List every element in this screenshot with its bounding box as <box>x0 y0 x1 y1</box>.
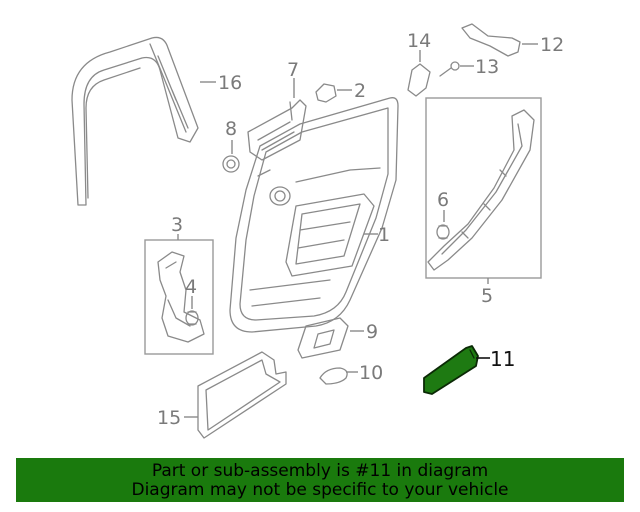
banner-line-1: Part or sub-assembly is #11 in diagram <box>151 461 489 481</box>
callout-3[interactable]: 3 <box>171 214 183 236</box>
part-3-bezel <box>157 251 205 343</box>
callout-6[interactable]: 6 <box>437 189 449 211</box>
part-6-clip <box>436 224 450 240</box>
callout-16[interactable]: 16 <box>218 72 242 94</box>
callout-1[interactable]: 1 <box>378 224 390 246</box>
callout-7[interactable]: 7 <box>287 59 299 81</box>
part-1-door-trim-panel <box>229 97 399 333</box>
part-11-highlighted-trim[interactable] <box>423 345 479 395</box>
callout-14[interactable]: 14 <box>407 30 431 52</box>
callout-13[interactable]: 13 <box>475 56 499 78</box>
callout-2[interactable]: 2 <box>354 80 366 102</box>
callout-9[interactable]: 9 <box>366 321 378 343</box>
callout-4[interactable]: 4 <box>185 276 197 298</box>
callout-5[interactable]: 5 <box>481 285 493 307</box>
part-7-handle-bracket <box>247 99 307 161</box>
part-9-switch-bezel <box>297 317 349 359</box>
part-4-clip <box>185 310 199 326</box>
part-10-clip <box>319 367 348 385</box>
info-banner: Part or sub-assembly is #11 in diagram D… <box>16 458 624 502</box>
part-16-window-channel <box>71 36 199 206</box>
part-14-bracket <box>407 63 431 97</box>
part-2-clip <box>315 83 337 103</box>
callout-8[interactable]: 8 <box>225 118 237 140</box>
parts-diagram: 16 7 2 8 1 3 4 <box>71 23 564 439</box>
part-3-box <box>144 239 214 355</box>
callout-12[interactable]: 12 <box>540 34 564 56</box>
callout-10[interactable]: 10 <box>359 362 383 384</box>
banner-line-2: Diagram may not be specific to your vehi… <box>131 480 509 500</box>
part-12-pull-handle <box>461 23 521 57</box>
part-8-grommet <box>222 155 240 173</box>
part-15-lower-panel <box>197 351 287 439</box>
callout-15[interactable]: 15 <box>157 407 181 429</box>
part-11-edge <box>469 349 475 359</box>
callout-11[interactable]: 11 <box>490 347 515 371</box>
part-5-box <box>425 97 542 279</box>
part-13-screw <box>439 61 460 77</box>
part-5-trim-strip <box>427 109 535 271</box>
